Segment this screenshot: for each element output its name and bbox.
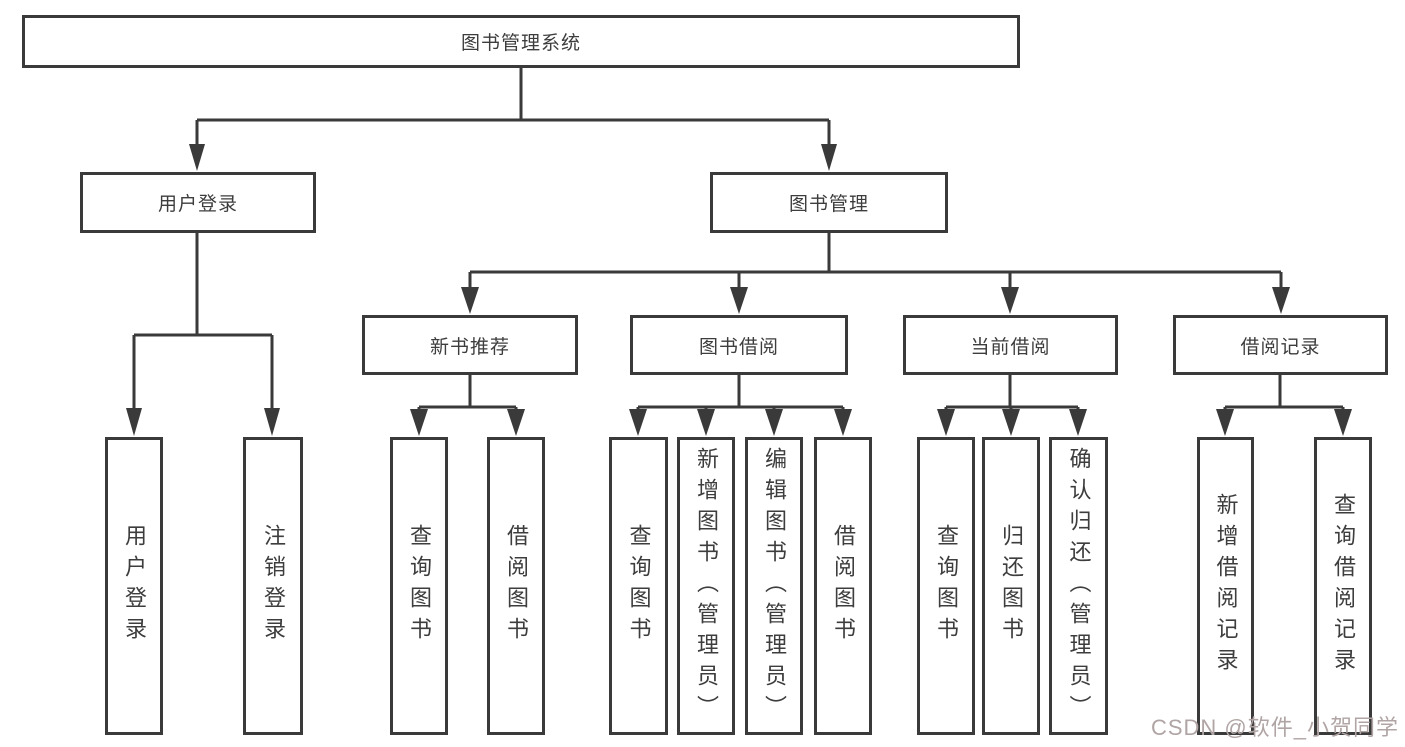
node-label: 借阅图书 [504, 524, 529, 648]
node-label: 编辑图书（管理员） [762, 446, 787, 726]
node-leaf-borrow-books-2: 借阅图书 [814, 437, 872, 735]
node-label: 用户登录 [122, 524, 147, 648]
node-label: 查询图书 [626, 524, 652, 648]
arrowheads [126, 144, 1352, 436]
node-leaf-search-books-2: 查询图书 [609, 437, 668, 735]
node-label: 新增借阅记录 [1213, 493, 1239, 679]
node-leaf-search-books-1: 查询图书 [390, 437, 448, 735]
node-new-book-recommendation: 新书推荐 [362, 315, 578, 375]
node-label: 当前借阅 [970, 336, 1051, 358]
node-leaf-add-borrow-record: 新增借阅记录 [1197, 437, 1254, 735]
node-label: 图书管理 [788, 194, 869, 215]
node-leaf-return-books: 归还图书 [982, 437, 1040, 735]
node-label: 新书推荐 [429, 336, 510, 358]
node-label: 查询图书 [407, 524, 432, 648]
node-label: 用户登录 [157, 194, 238, 215]
node-label: 借阅记录 [1240, 336, 1321, 358]
node-label: 查询借阅记录 [1331, 493, 1356, 679]
node-library-management-system: 图书管理系统 [22, 15, 1020, 68]
node-leaf-search-books-3: 查询图书 [917, 437, 975, 735]
node-leaf-add-books-admin: 新增图书（管理员） [677, 437, 735, 735]
node-book-borrowing: 图书借阅 [630, 315, 848, 375]
node-label: 确认归还（管理员） [1066, 446, 1092, 726]
node-label: 新增图书（管理员） [694, 446, 719, 726]
node-leaf-borrow-books-1: 借阅图书 [487, 437, 545, 735]
node-label: 归还图书 [999, 524, 1024, 648]
node-book-management: 图书管理 [710, 172, 948, 233]
node-leaf-user-login: 用户登录 [105, 437, 163, 735]
node-label: 查询图书 [934, 524, 959, 648]
node-leaf-confirm-return-admin: 确认归还（管理员） [1049, 437, 1108, 735]
node-label: 图书借阅 [698, 336, 779, 358]
node-label: 借阅图书 [831, 524, 856, 648]
node-user-login-branch: 用户登录 [80, 172, 316, 233]
node-label: 注销登录 [261, 524, 286, 648]
node-leaf-search-borrow-record: 查询借阅记录 [1314, 437, 1372, 735]
node-leaf-logout: 注销登录 [243, 437, 303, 735]
node-borrowing-records: 借阅记录 [1173, 315, 1388, 375]
node-label: 图书管理系统 [460, 33, 581, 54]
node-current-borrowing: 当前借阅 [903, 315, 1118, 375]
node-leaf-edit-books-admin: 编辑图书（管理员） [745, 437, 803, 735]
